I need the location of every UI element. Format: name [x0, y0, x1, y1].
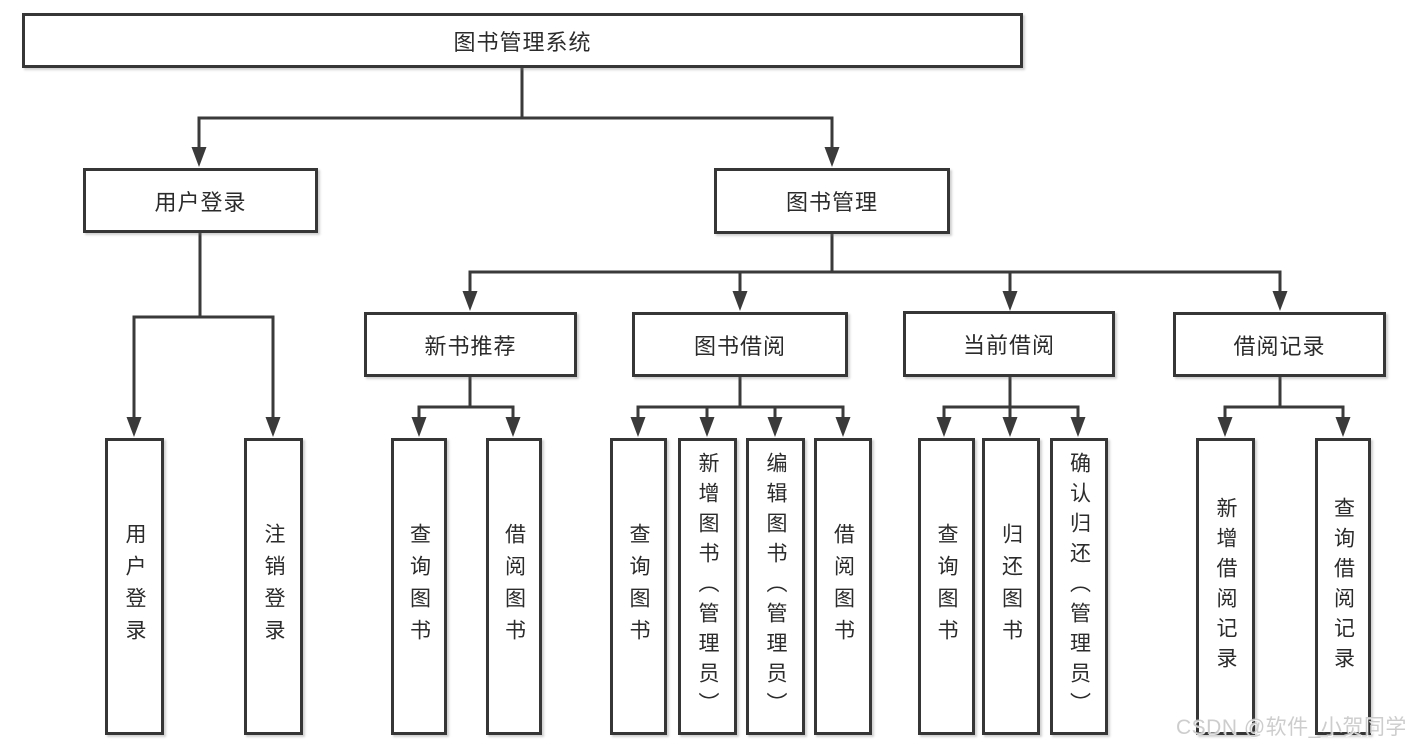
leaf-borrow-books: 借阅图书	[814, 438, 872, 735]
leaf-return-books: 归还图书	[982, 438, 1040, 735]
arrow-down-icon	[1002, 417, 1018, 437]
arrow-down-icon	[767, 417, 783, 437]
csdn-watermark: CSDN @软件_小贺同学	[1176, 716, 1405, 739]
arrow-down-icon	[835, 417, 851, 437]
leaf-user-login: 用户登录	[105, 438, 164, 735]
arrow-down-icon	[1217, 417, 1233, 437]
arrow-down-icon	[1272, 291, 1288, 311]
arrow-down-icon	[630, 417, 646, 437]
leaf-confirm-return-admin: 确认归还（管理员）	[1050, 438, 1108, 735]
leaf-query-books-current: 查询图书	[918, 438, 975, 735]
leaf-query-books-recommend: 查询图书	[391, 438, 447, 735]
node-root-system: 图书管理系统	[22, 13, 1023, 68]
arrow-down-icon	[1070, 417, 1086, 437]
leaf-query-borrow-record: 查询借阅记录	[1315, 438, 1371, 735]
arrow-down-icon	[1002, 291, 1018, 311]
node-book-borrow: 图书借阅	[632, 312, 848, 377]
leaf-borrow-books-recommend: 借阅图书	[486, 438, 542, 735]
arrow-down-icon	[732, 291, 748, 311]
arrow-down-icon	[824, 147, 840, 167]
arrow-down-icon	[462, 291, 478, 311]
leaf-logout: 注销登录	[244, 438, 303, 735]
arrow-down-icon	[411, 417, 427, 437]
leaf-query-books-borrow: 查询图书	[610, 438, 667, 735]
leaf-edit-books-admin: 编辑图书（管理员）	[746, 438, 805, 735]
arrow-down-icon	[1335, 417, 1351, 437]
arrow-down-icon	[699, 417, 715, 437]
arrow-down-icon	[936, 417, 952, 437]
node-new-book-recommend: 新书推荐	[364, 312, 577, 377]
leaf-add-books-admin: 新增图书（管理员）	[678, 438, 737, 735]
arrow-down-icon	[191, 147, 207, 167]
arrow-down-icon	[126, 417, 142, 437]
arrow-down-icon	[505, 417, 521, 437]
arrow-down-icon	[265, 417, 281, 437]
node-borrow-record: 借阅记录	[1173, 312, 1386, 377]
node-user-login-branch: 用户登录	[83, 168, 318, 233]
node-book-management-branch: 图书管理	[714, 168, 950, 234]
leaf-add-borrow-record: 新增借阅记录	[1196, 438, 1255, 735]
node-current-borrow: 当前借阅	[903, 311, 1115, 377]
